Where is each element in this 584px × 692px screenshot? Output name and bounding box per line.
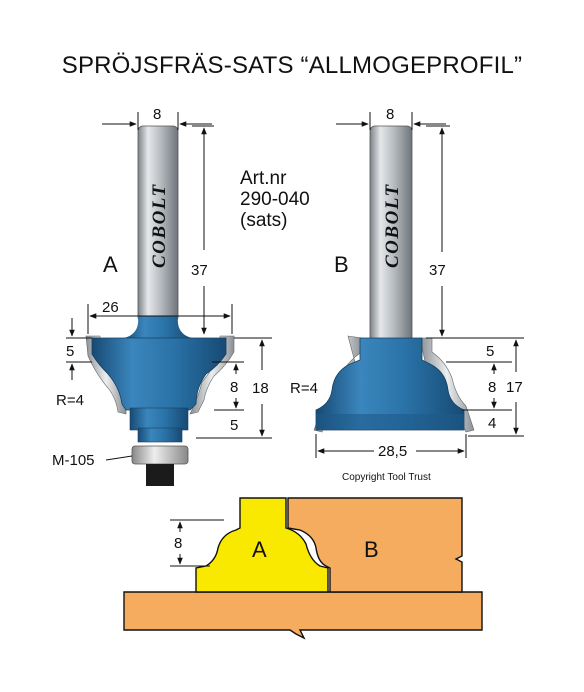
cutter-b-brand: COBOLT — [382, 183, 403, 268]
board-bottom — [123, 591, 483, 640]
article-line-1: Art.nr — [240, 168, 287, 189]
cutter-a-screw — [146, 464, 174, 486]
cutter-b-top-height: 5 — [486, 343, 494, 360]
article-info: Art.nr 290-040 (sats) — [240, 168, 310, 231]
page-title: SPRÖJSFRÄS-SATS “ALLMOGEPROFIL” — [61, 52, 523, 79]
article-line-2: 290-040 — [240, 189, 310, 210]
cutter-b-shank-width: 8 — [386, 106, 394, 123]
cutter-b-label: B — [334, 252, 349, 277]
cutter-a-label: A — [103, 252, 118, 277]
copyright: Copyright Tool Trust — [342, 472, 431, 483]
cutter-a-total-height: 18 — [252, 380, 269, 397]
cutter-b: COBOLT 8 37 B R=4 5 8 4 — [290, 106, 524, 460]
joint-profile-height: 8 — [174, 535, 182, 552]
cutter-a-bottom-height: 5 — [230, 417, 238, 434]
cutter-a-bearing — [131, 445, 189, 465]
joint-illustration: A B 8 — [123, 497, 483, 640]
cutter-b-radius: R=4 — [290, 380, 318, 397]
article-line-3: (sats) — [240, 210, 288, 231]
cutter-a-neck — [124, 316, 192, 338]
cutter-a: COBOLT 8 37 26 5 R=4 — [52, 106, 272, 486]
cutter-a-lower — [129, 407, 189, 431]
cutter-a-body — [91, 337, 227, 411]
cutter-a-diameter: 26 — [102, 299, 119, 316]
cutter-a-spindle — [137, 427, 183, 443]
piece-a — [195, 497, 329, 593]
cutter-b-shank-length: 37 — [429, 262, 446, 279]
cutter-b-profile-height: 8 — [488, 379, 496, 396]
cutter-a-shank-width: 8 — [153, 106, 161, 123]
cutter-b-total-height: 17 — [506, 379, 523, 396]
cutter-a-bearing-label: M-105 — [52, 452, 95, 469]
piece-b — [287, 497, 463, 593]
cutter-a-shank-length: 37 — [191, 262, 208, 279]
cutter-a-profile-height: 8 — [230, 379, 238, 396]
cutter-a-brand: COBOLT — [149, 183, 170, 268]
cutter-a-radius: R=4 — [56, 392, 84, 409]
joint-piece-b-label: B — [364, 537, 379, 562]
cutter-a-top-height: 5 — [66, 343, 74, 360]
cutter-b-diameter: 28,5 — [378, 443, 407, 460]
cutter-b-base — [316, 414, 464, 430]
cutter-b-bottom-height: 4 — [488, 415, 496, 432]
joint-piece-a-label: A — [252, 537, 267, 562]
